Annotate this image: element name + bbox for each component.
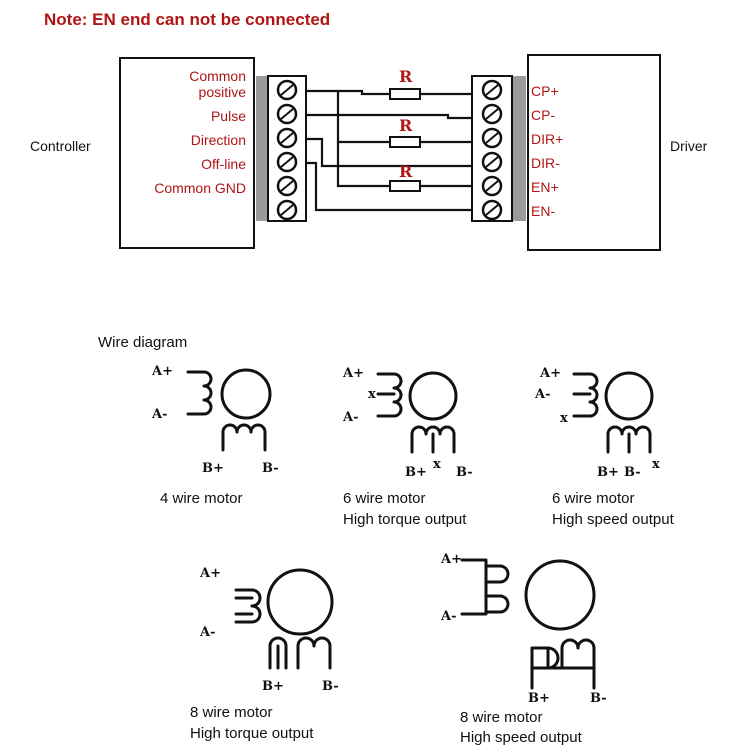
motor4-a-minus: A-: [199, 625, 215, 640]
motor5-rotor: [524, 559, 596, 631]
motor2-b-minus: B-: [456, 465, 473, 480]
controller-screw-slot-2: [280, 108, 294, 120]
motor3-caption-line1: 6 wire motor: [552, 490, 635, 507]
motor5-a-minus: A-: [440, 609, 456, 624]
driver-screw-slot-6: [485, 204, 499, 216]
motor2-x-b: x: [433, 457, 441, 472]
controller-terminal-block: [256, 75, 307, 222]
motor3-rotor: [604, 371, 654, 421]
motor2-a-minus: A-: [342, 410, 358, 425]
controller-box: [119, 57, 255, 249]
driver-screw-slot-3: [485, 132, 499, 144]
pin-label-dir-minus: DIR-: [531, 155, 560, 171]
resistor-2: [389, 136, 421, 148]
motor5-caption-line2: High speed output: [460, 729, 583, 746]
motor3-x-a: x: [560, 411, 568, 426]
motor4-caption-line2: High torque output: [190, 725, 314, 742]
pin-label-dir-plus: DIR+: [531, 131, 563, 147]
pin-label-en-minus: EN-: [531, 203, 555, 219]
driver-screw-slot-1: [485, 84, 499, 96]
motor2-a-plus: A+: [342, 366, 364, 381]
controller-screw-slot-3: [280, 132, 294, 144]
pin-label-en-plus: EN+: [531, 179, 559, 195]
controller-screw-slot-6: [280, 204, 294, 216]
motor2-x-a: x: [368, 387, 376, 402]
pin-label-positive: positive: [199, 84, 247, 100]
controller-pin-labels: Common positive Pulse Direction Off-line…: [154, 68, 246, 196]
driver-label: Driver: [670, 138, 708, 154]
motor-8-wire-high-torque: A+ A- B+ B- 8 wire motor High torque out…: [190, 566, 339, 742]
motor-6-wire-high-torque: A+ x A- B+ x B- 6 wire motor High torque…: [342, 366, 473, 528]
resistor-1: [389, 88, 421, 100]
motor1-b-minus: B-: [262, 461, 279, 476]
driver-screw-slot-2: [485, 108, 499, 120]
controller-screw-slot-5: [280, 180, 294, 192]
motor1-rotor: [220, 368, 272, 420]
pin-label-direction: Direction: [191, 132, 246, 148]
motor4-rotor: [266, 568, 334, 636]
pin-label-pulse: Pulse: [211, 108, 246, 124]
controller-screw-slot-1: [280, 84, 294, 96]
motor-4-wire: A+ A- B+ B- 4 wire motor: [151, 364, 279, 507]
motor2-caption-line2: High torque output: [343, 511, 467, 528]
resistors: R R R: [389, 67, 421, 192]
driver-screw-slot-5: [485, 180, 499, 192]
resistor-label-1: R: [399, 67, 413, 86]
note-text: Note: EN end can not be connected: [44, 10, 330, 29]
motor3-x-b: x: [652, 457, 660, 472]
driver-screw-slot-4: [485, 156, 499, 168]
motor3-a-minus: A-: [534, 387, 550, 402]
motor1-b-plus: B+: [202, 461, 224, 476]
resistor-3: [389, 180, 421, 192]
motor2-rotor: [408, 371, 458, 421]
motor2-caption-line1: 6 wire motor: [343, 490, 426, 507]
motor3-a-plus: A+: [539, 366, 561, 381]
pin-label-common-gnd: Common GND: [154, 180, 246, 196]
pin-label-cp-minus: CP-: [531, 107, 555, 123]
driver-pin-labels: CP+ CP- DIR+ DIR- EN+ EN-: [531, 83, 563, 219]
motor4-b-minus: B-: [322, 679, 339, 694]
pin-label-common: Common: [189, 68, 246, 84]
motor-8-wire-high-speed: A+ A- B+ B- 8 wire motor High speed outp…: [440, 552, 607, 746]
wire-diagram-title: Wire diagram: [98, 334, 187, 351]
motor3-b-plus: B+: [597, 465, 619, 480]
driver-terminal-block: [471, 75, 526, 222]
resistor-label-3: R: [399, 162, 413, 181]
motor4-a-plus: A+: [199, 566, 221, 581]
motor5-a-plus: A+: [440, 552, 462, 567]
resistor-label-2: R: [399, 116, 413, 135]
driver-box: [527, 54, 661, 251]
motor4-caption-line1: 8 wire motor: [190, 704, 273, 721]
motor1-caption-line1: 4 wire motor: [160, 490, 243, 507]
pin-label-off-line: Off-line: [201, 156, 246, 172]
motor-6-wire-high-speed: A+ A- x B+ B- x 6 wire motor High speed …: [534, 366, 675, 528]
motor4-b-plus: B+: [262, 679, 284, 694]
controller-label: Controller: [30, 138, 91, 154]
motor5-caption-line1: 8 wire motor: [460, 709, 543, 726]
controller-screw-slot-4: [280, 156, 294, 168]
motor2-b-plus: B+: [405, 465, 427, 480]
motor5-b-minus: B-: [590, 691, 607, 706]
motor1-a-plus: A+: [151, 364, 173, 379]
motor3-b-minus: B-: [624, 465, 641, 480]
motor1-a-minus: A-: [151, 407, 167, 422]
pin-label-cp-plus: CP+: [531, 83, 559, 99]
motor3-caption-line2: High speed output: [552, 511, 675, 528]
connection-wires: [306, 89, 472, 212]
motor5-b-plus: B+: [528, 691, 550, 706]
